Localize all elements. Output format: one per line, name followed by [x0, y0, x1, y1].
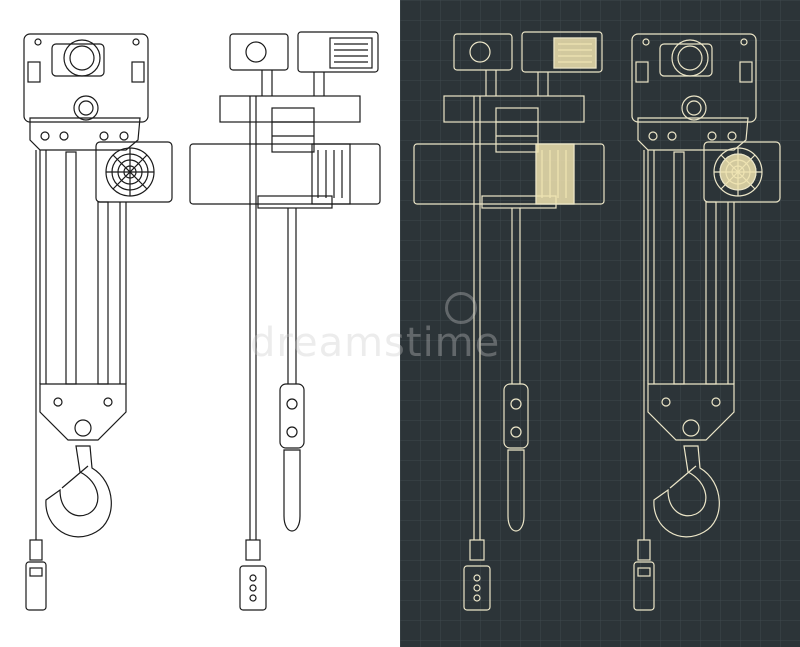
light-background	[0, 0, 400, 647]
side-view-dark	[413, 31, 605, 611]
front-view-dark	[631, 33, 781, 611]
blueprint-grid	[400, 0, 800, 647]
